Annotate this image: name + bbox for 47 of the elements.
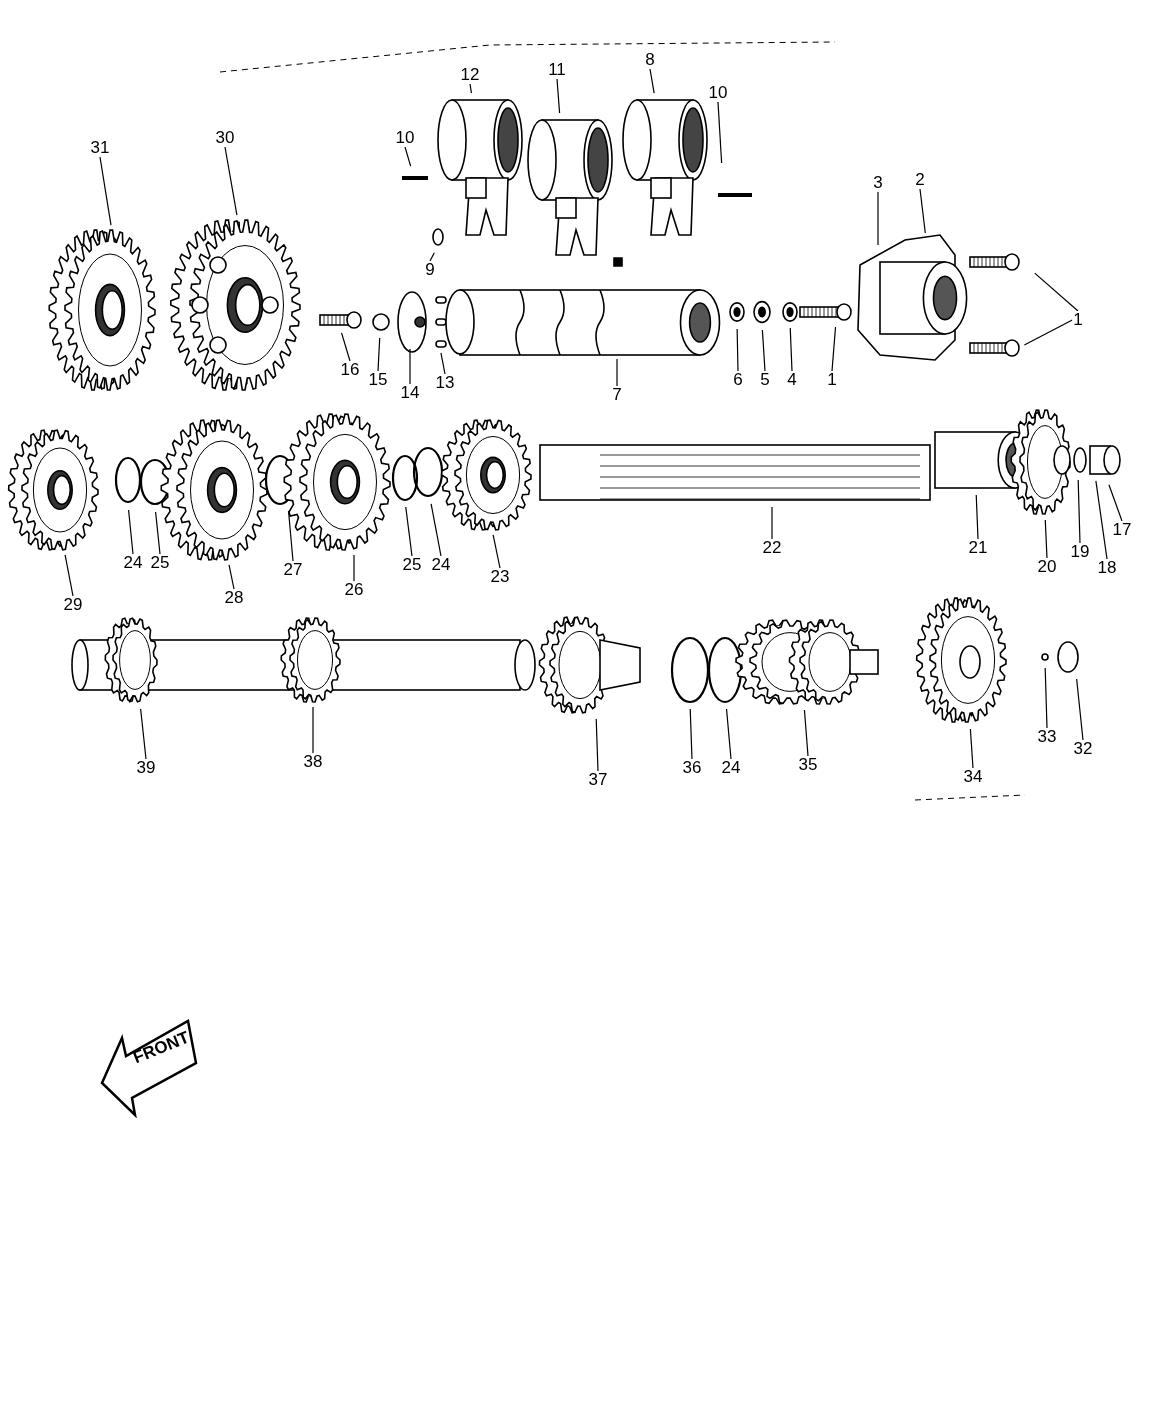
leader-line xyxy=(595,718,599,772)
leader-line xyxy=(1108,484,1123,522)
leader-line xyxy=(340,332,351,362)
leader-line xyxy=(469,83,473,94)
callout-number: 10 xyxy=(394,129,416,147)
leader-line xyxy=(405,506,413,557)
leader-line xyxy=(287,510,294,562)
leader-line xyxy=(717,101,723,164)
leader-line xyxy=(228,564,235,590)
leader-line xyxy=(1023,319,1073,346)
leader-line xyxy=(725,708,732,760)
direction-arrow xyxy=(100,1018,200,1118)
leader-line xyxy=(64,554,74,597)
leader-line xyxy=(689,708,693,760)
leader-line xyxy=(649,68,655,94)
leader-line xyxy=(128,509,134,555)
leader-line xyxy=(99,156,112,226)
leader-line xyxy=(969,728,974,769)
leader-line xyxy=(1077,479,1081,544)
leader-line xyxy=(312,706,314,754)
leader-line xyxy=(1044,667,1048,729)
leader-line xyxy=(224,146,238,216)
leader-line xyxy=(1044,519,1048,559)
leader-line xyxy=(771,506,773,540)
leader-line xyxy=(404,146,412,167)
leader-line xyxy=(377,337,381,372)
leader-line xyxy=(492,534,501,569)
leader-line xyxy=(761,329,766,372)
leader-line xyxy=(429,252,435,262)
leader-line xyxy=(803,709,809,757)
leader-line xyxy=(616,358,618,387)
leader-line xyxy=(353,554,355,582)
leader-line xyxy=(736,328,739,372)
leader-line xyxy=(556,78,561,114)
leader-line xyxy=(140,708,147,760)
leader-line xyxy=(1034,272,1079,312)
leader-line xyxy=(409,348,411,385)
leader-line xyxy=(877,191,879,246)
leader-line xyxy=(975,494,979,540)
leader-line xyxy=(155,511,161,555)
leader-line xyxy=(831,326,837,372)
leader-line xyxy=(919,188,926,234)
leader-line xyxy=(430,503,442,557)
leader-line xyxy=(440,352,446,375)
leader-line xyxy=(1095,480,1108,560)
leader-line xyxy=(1076,678,1084,741)
leader-line xyxy=(789,327,793,372)
